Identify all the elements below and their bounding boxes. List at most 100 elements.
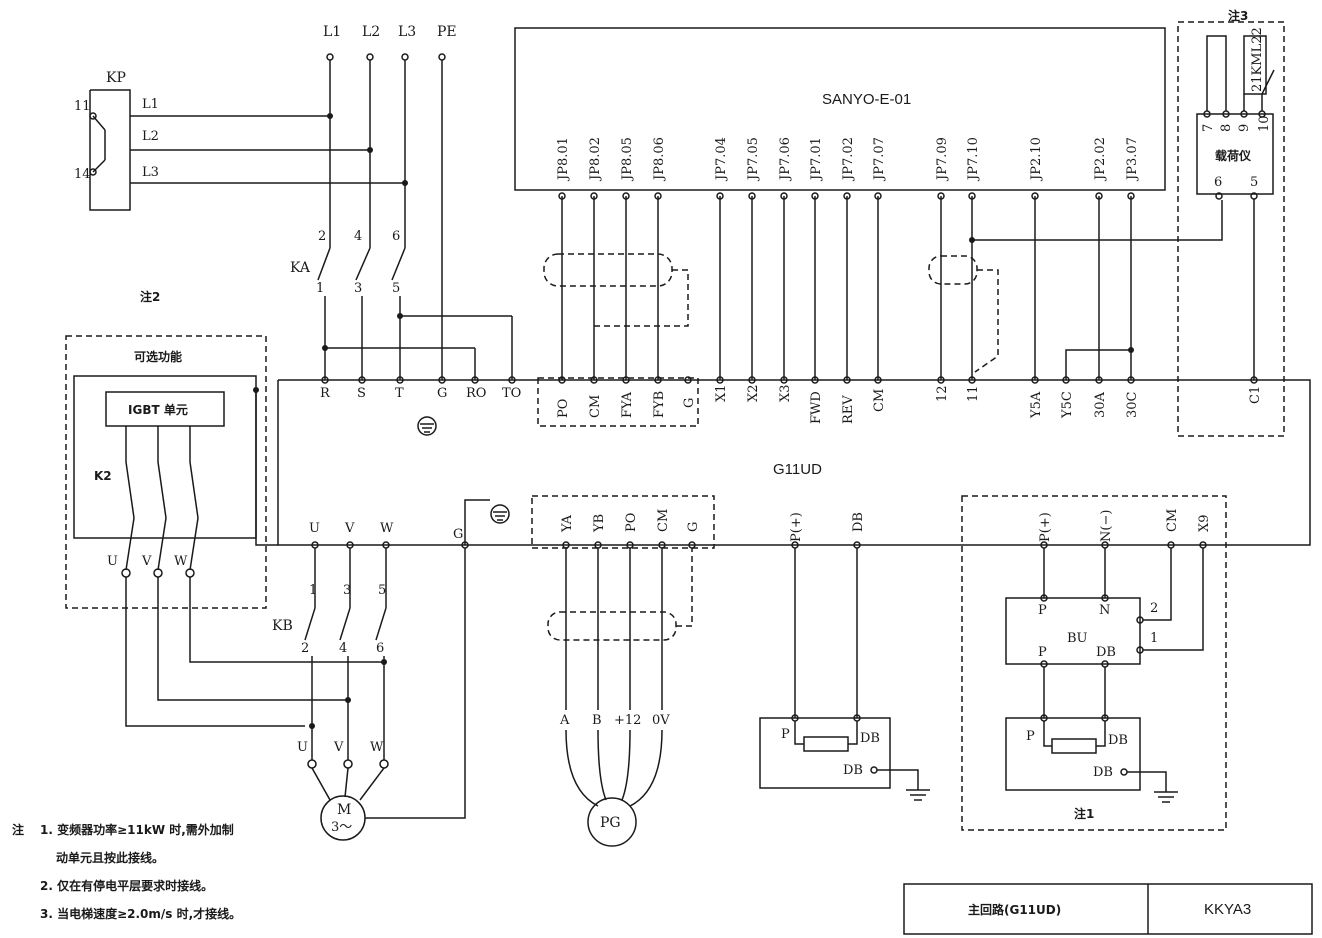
ka-bottom-3: 5	[392, 281, 400, 296]
pin-jp7-10: JP7.10	[966, 137, 981, 182]
contactor-ka: KA 2 4 6 1 3 5	[290, 229, 513, 380]
term-v: V	[344, 521, 355, 536]
igbt-unit: IGBT 单元	[128, 402, 188, 417]
opt-term-u: U	[107, 554, 118, 569]
pin-jp8-05: JP8.05	[620, 137, 635, 182]
term-rev: REV	[841, 395, 856, 424]
note2-label: 注2	[140, 289, 160, 304]
motor: U V W M 3～	[297, 548, 466, 841]
term-cm-bu: CM	[1165, 509, 1180, 532]
pg-term-0v: 0V	[652, 713, 670, 728]
kb-bottom-3: 6	[376, 641, 384, 656]
title-code: KKYA3	[1204, 901, 1251, 918]
term-ya: YA	[560, 514, 575, 533]
lm-term-8: 8	[1219, 124, 1234, 132]
term-g-pg: G	[686, 522, 701, 532]
pin-jp2-10: JP2.10	[1029, 137, 1044, 182]
kb-top-1: 1	[309, 583, 317, 598]
supply-l3: L3	[398, 24, 416, 40]
bu-r-p: P	[1026, 729, 1035, 744]
note-2: 2. 仅在有停电平层要求时接线。	[40, 878, 213, 893]
title-block: 主回路(G11UD) KKYA3	[903, 883, 1313, 935]
contactor-kb: 1 3 5 KB 2 4 6	[272, 548, 387, 760]
term-30a: 30A	[1093, 391, 1108, 418]
lm-term-10: 10	[1257, 115, 1272, 132]
note-3: 3. 当电梯速度≥2.0m/s 时,才接线。	[40, 906, 241, 921]
term-n-minus: N(−)	[1099, 510, 1114, 542]
pg-term-12: +12	[614, 713, 641, 728]
inverter-bottom-terminals: U V W G YA YB PO CM G P(+) DB P(+) N(−) …	[309, 495, 1212, 549]
term-to: TO	[502, 386, 521, 401]
pin-jp7-05: JP7.05	[746, 137, 761, 182]
relay-kp: KP 11 14 L1 L2 L3	[74, 70, 408, 211]
ka-bottom-1: 1	[316, 281, 324, 296]
notes-head: 注	[12, 822, 24, 837]
kp-t11: 11	[74, 99, 91, 114]
term-ro: RO	[466, 386, 486, 401]
term-cm1: CM	[588, 395, 603, 418]
lm-term-5: 5	[1250, 175, 1258, 190]
inverter-top-terminals: R S T G RO TO PO CM FYA FYB G X1 X2 X3 F…	[320, 376, 1263, 427]
terminal-l3	[401, 53, 409, 61]
term-cm-bottom: CM	[656, 509, 671, 532]
load-meter: 注3 载荷仪 7 8 9 10 6 5 21KML22	[1177, 8, 1285, 437]
supply-pe: PE	[437, 24, 457, 40]
lm-term-9: 9	[1237, 124, 1252, 132]
term-fya: FYA	[620, 391, 635, 418]
motor-term-u: U	[297, 740, 308, 755]
kb-top-2: 3	[343, 583, 351, 598]
load-meter-name: 载荷仪	[1215, 148, 1252, 163]
ka-top-2: 4	[354, 229, 362, 244]
motor-phase: 3～	[331, 820, 352, 835]
optional-function: 注2 可选功能 IGBT 单元 K2 U V W	[65, 289, 382, 727]
note1-label: 注1	[1074, 806, 1094, 821]
optional-title: 可选功能	[134, 349, 182, 364]
supply-l1: L1	[323, 24, 341, 40]
bu-t1: 1	[1150, 631, 1158, 646]
term-s: S	[357, 386, 366, 401]
inverter-name: G11UD	[773, 461, 822, 478]
terminal-l1	[326, 53, 334, 61]
term-30c: 30C	[1125, 391, 1140, 418]
r1-db-ground: DB	[843, 763, 863, 778]
kp-t14: 14	[74, 167, 91, 182]
bu-db: DB	[1096, 645, 1116, 660]
kp-l2: L2	[142, 129, 159, 144]
term-x9: X9	[1197, 514, 1212, 532]
pin-jp7-01: JP7.01	[809, 137, 824, 182]
r1-db: DB	[860, 731, 880, 746]
brake-unit: 注1 P N BU P DB 2 1 P DB DB	[961, 495, 1227, 831]
term-p-plus-2: P(+)	[1038, 512, 1053, 542]
pin-jp7-07: JP7.07	[872, 137, 887, 182]
term-x1: X1	[714, 384, 729, 402]
term-w: W	[380, 521, 394, 536]
term-r: R	[320, 386, 331, 401]
kp-l3: L3	[142, 165, 159, 180]
terminal-pe	[438, 53, 446, 61]
lm-term-6: 6	[1214, 175, 1222, 190]
term-g2: G	[682, 398, 697, 408]
term-po: PO	[556, 399, 571, 418]
pin-jp7-04: JP7.04	[714, 137, 729, 182]
encoder-pg: A B +12 0V PG	[547, 548, 693, 847]
term-x2: X2	[746, 384, 761, 402]
brake-resistor-1: P DB DB	[759, 548, 930, 801]
kb-bottom-1: 2	[301, 641, 309, 656]
note-1b: 动单元且按此接线。	[56, 850, 164, 865]
pg-term-a: A	[559, 713, 570, 728]
term-cm2: CM	[872, 389, 887, 412]
pin-jp8-01: JP8.01	[556, 137, 571, 182]
note-1: 1. 变频器功率≥11kW 时,需外加制	[40, 822, 234, 837]
term-u: U	[309, 521, 320, 536]
opt-term-w: W	[174, 554, 188, 569]
bu-n: N	[1099, 603, 1110, 618]
pin-jp3-07: JP3.07	[1125, 137, 1140, 182]
term-db: DB	[851, 512, 866, 532]
term-y5a: Y5A	[1029, 391, 1044, 419]
pin-jp7-02: JP7.02	[841, 137, 856, 182]
bu-t2: 2	[1150, 601, 1158, 616]
notes: 注 1. 变频器功率≥11kW 时,需外加制 动单元且按此接线。 2. 仅在有停…	[12, 822, 241, 921]
term-po-bottom: PO	[624, 513, 639, 532]
inverter-g11ud: G11UD	[277, 379, 1311, 546]
controller-name: SANYO-E-01	[822, 91, 911, 108]
